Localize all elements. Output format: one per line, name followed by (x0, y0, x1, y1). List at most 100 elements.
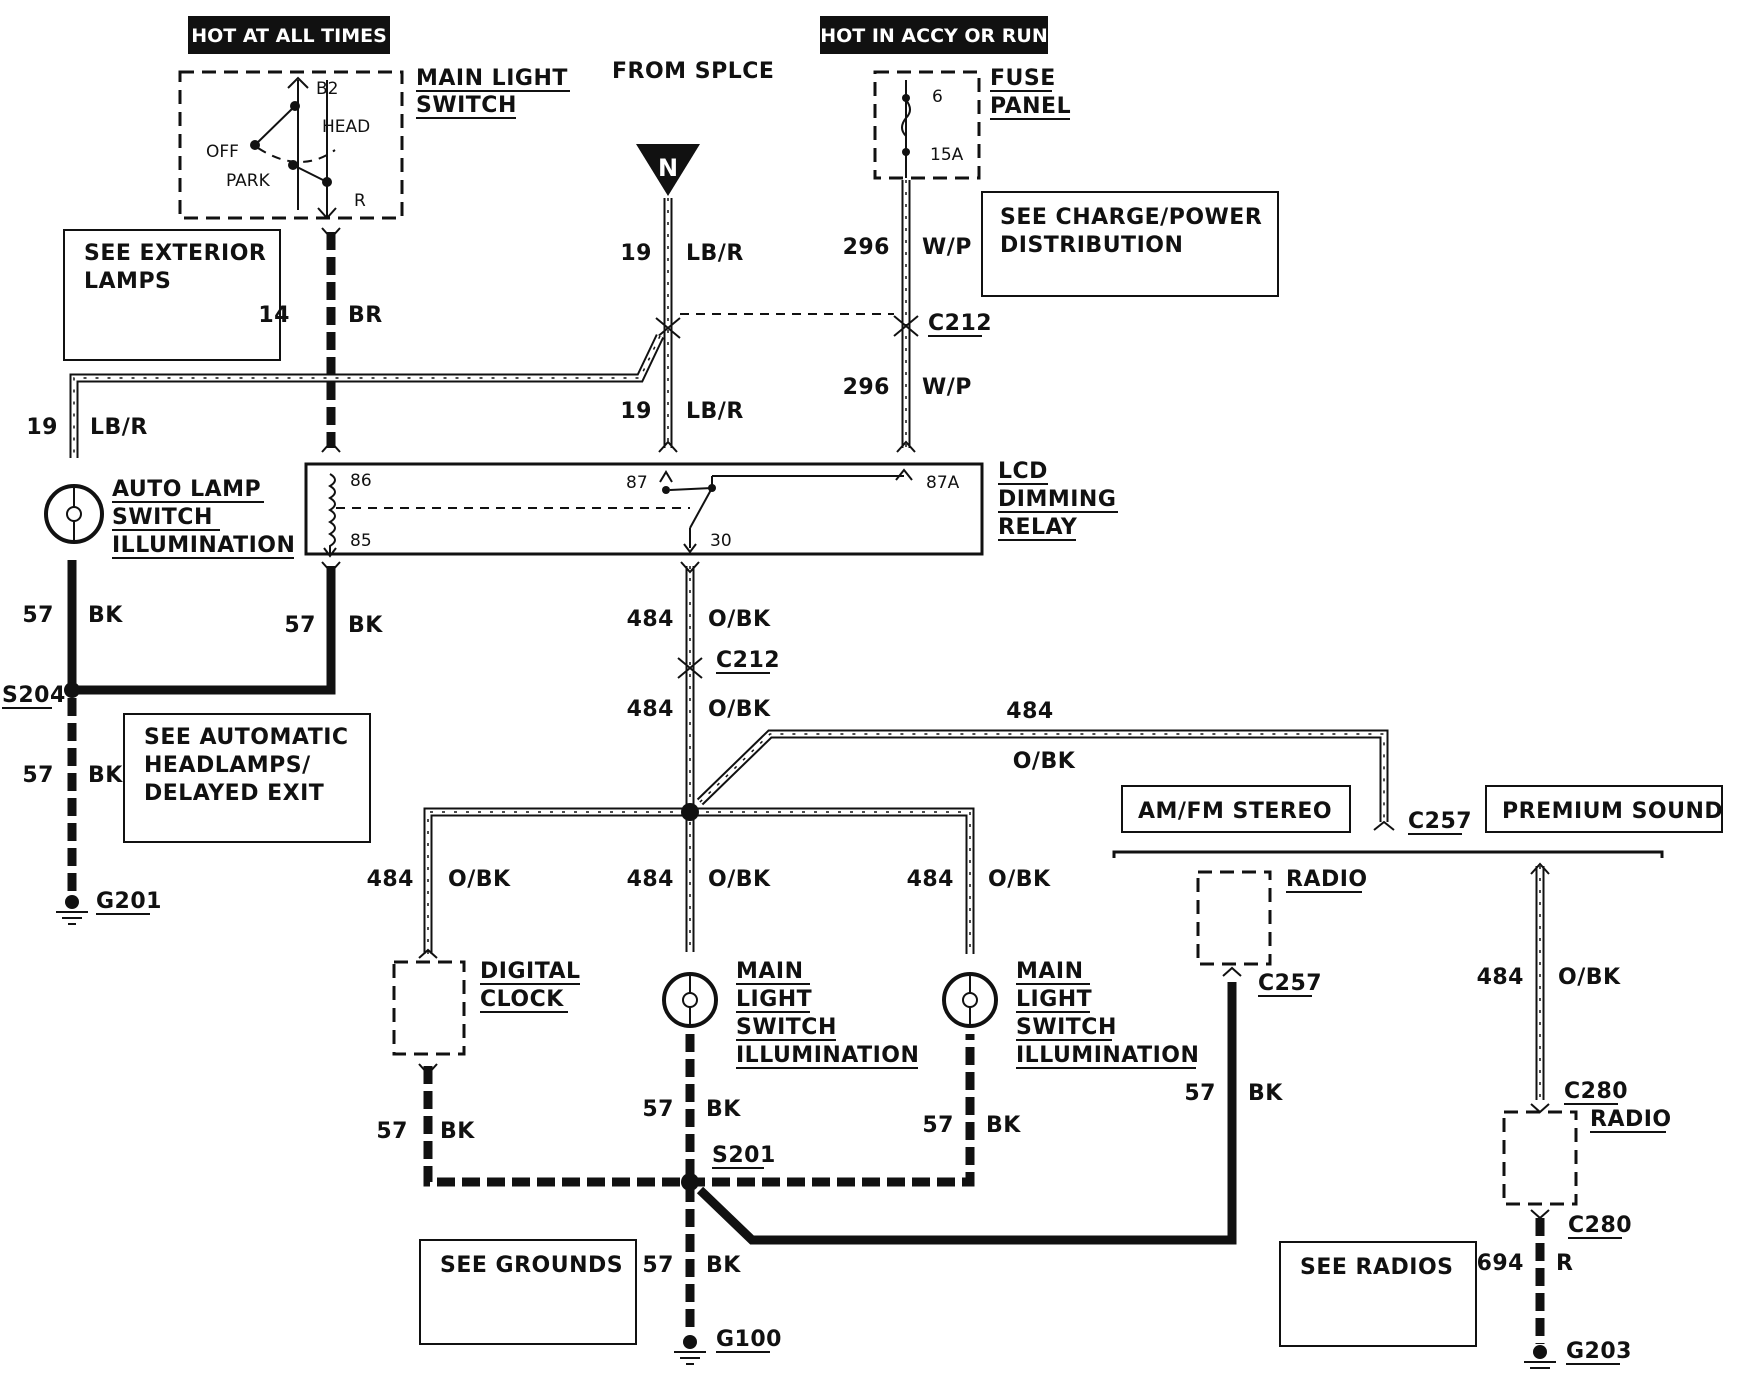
wire-label-57-bk-ground: 57 BK (642, 1253, 740, 1278)
digital-clock-label: DIGITAL CLOCK (480, 959, 580, 1013)
svg-text:R: R (1556, 1251, 1573, 1276)
svg-text:30: 30 (710, 531, 732, 551)
svg-text:O/BK: O/BK (708, 607, 771, 632)
main-light-switch: B2 HEAD OFF PARK R (178, 70, 404, 220)
connector-c257-b: C257 (1258, 971, 1322, 997)
wire-label-57-bk-right: 57 BK (922, 1113, 1020, 1138)
svg-text:O/BK: O/BK (708, 697, 771, 722)
svg-text:57: 57 (376, 1119, 408, 1144)
wire-label-57-bk-relay: 57 BK (284, 613, 382, 638)
wire-label-57-bk-radio: 57 BK (1184, 1081, 1283, 1106)
svg-text:RADIO: RADIO (1590, 1107, 1672, 1132)
am-fm-stereo-box: AM/FM STEREO (1121, 785, 1351, 833)
svg-text:HOT AT ALL TIMES: HOT AT ALL TIMES (191, 25, 387, 47)
svg-text:87A: 87A (926, 473, 960, 493)
svg-text:DELAYED EXIT: DELAYED EXIT (144, 781, 324, 806)
svg-text:G100: G100 (716, 1327, 782, 1352)
svg-text:DISTRIBUTION: DISTRIBUTION (1000, 233, 1183, 258)
wire-label-57-bk-auto: 57 BK (22, 603, 123, 628)
svg-text:SWITCH: SWITCH (112, 505, 213, 530)
svg-text:BR: BR (348, 303, 383, 328)
svg-text:BK: BK (88, 603, 123, 628)
svg-text:LB/R: LB/R (686, 241, 744, 266)
svg-text:15A: 15A (930, 145, 964, 165)
svg-text:PREMIUM SOUND: PREMIUM SOUND (1502, 799, 1723, 824)
radio-am-fm: RADIO (1196, 867, 1367, 977)
svg-text:LB/R: LB/R (686, 399, 744, 424)
wire-label-19-lbr-left: 19 LB/R (26, 415, 147, 440)
wire-label-296-wp-mid: 296 W/P (843, 375, 972, 400)
svg-text:HEADLAMPS/: HEADLAMPS/ (144, 753, 311, 778)
svg-text:484: 484 (1006, 699, 1053, 724)
svg-text:C280: C280 (1564, 1079, 1628, 1104)
svg-text:O/BK: O/BK (1558, 965, 1621, 990)
from-splice-label: FROM SPLCE (612, 59, 774, 84)
connector-c212-b: C212 (716, 648, 780, 674)
wire-label-19-lbr-top: 19 LB/R (620, 241, 743, 266)
see-radios-box: SEE RADIOS (1279, 1241, 1477, 1347)
wire-label-484-obk-clock: 484 O/BK (367, 867, 511, 892)
radio-premium: RADIO (1502, 1107, 1672, 1206)
svg-text:SWITCH: SWITCH (1016, 1015, 1117, 1040)
svg-text:FUSE: FUSE (990, 66, 1056, 91)
svg-text:484: 484 (367, 867, 414, 892)
svg-text:484: 484 (627, 867, 674, 892)
svg-text:BK: BK (1248, 1081, 1283, 1106)
svg-text:484: 484 (907, 867, 954, 892)
wire-label-57-bk-mid: 57 BK (642, 1097, 740, 1122)
svg-text:19: 19 (26, 415, 58, 440)
wire-label-14-br: 14 BR (258, 303, 382, 328)
svg-text:ILLUMINATION: ILLUMINATION (1016, 1043, 1199, 1068)
svg-text:SEE GROUNDS: SEE GROUNDS (440, 1253, 623, 1278)
wire-label-484-obk-relay: 484 O/BK (627, 607, 771, 632)
svg-text:G201: G201 (96, 889, 162, 914)
svg-text:85: 85 (350, 531, 372, 551)
ground-g203-label: G203 (1566, 1339, 1631, 1365)
svg-text:SEE AUTOMATIC: SEE AUTOMATIC (144, 725, 349, 750)
svg-text:MAIN LIGHT: MAIN LIGHT (416, 66, 568, 91)
svg-text:SEE EXTERIOR: SEE EXTERIOR (84, 241, 266, 266)
wire-label-694-r: 694 R (1477, 1251, 1573, 1276)
svg-text:HEAD: HEAD (322, 117, 370, 137)
svg-text:LB/R: LB/R (90, 415, 148, 440)
lcd-dimming-relay: 86 85 87 87A 30 (304, 462, 984, 558)
wire-57-bk-relay (72, 566, 336, 695)
svg-text:O/BK: O/BK (448, 867, 511, 892)
fuse-panel: 6 15A (873, 70, 981, 180)
svg-text:296: 296 (843, 375, 890, 400)
svg-text:SEE CHARGE/POWER: SEE CHARGE/POWER (1000, 205, 1262, 230)
see-exterior-lamps-box: SEE EXTERIOR LAMPS (63, 229, 281, 361)
svg-text:296: 296 (843, 235, 890, 260)
lcd-dimming-relay-label: LCD DIMMING RELAY (998, 459, 1118, 541)
wire-19-lbr-branch (69, 334, 665, 458)
svg-text:57: 57 (1184, 1081, 1216, 1106)
wire-label-484-obk-mid: 484 O/BK (627, 867, 771, 892)
svg-text:MAIN: MAIN (1016, 959, 1084, 984)
main-light-illumination-label-2: MAIN LIGHT SWITCH ILLUMINATION (1016, 959, 1199, 1069)
fuse-panel-label: FUSE PANEL (990, 66, 1071, 120)
splice-484 (681, 803, 699, 821)
svg-text:SWITCH: SWITCH (416, 93, 517, 118)
main-light-illumination-label-1: MAIN LIGHT SWITCH ILLUMINATION (736, 959, 919, 1069)
header-hot-at-all-times: HOT AT ALL TIMES (188, 16, 390, 54)
wire-label-19-lbr-mid: 19 LB/R (620, 399, 743, 424)
wire-484-obk-to-c257 (696, 729, 1389, 822)
svg-text:57: 57 (22, 763, 54, 788)
svg-text:LIGHT: LIGHT (1016, 987, 1092, 1012)
connector-c280-a: C280 (1564, 1079, 1628, 1105)
splice-n: N (636, 144, 700, 196)
svg-text:S204: S204 (2, 683, 66, 708)
svg-text:C212: C212 (716, 648, 780, 673)
svg-text:ILLUMINATION: ILLUMINATION (736, 1043, 919, 1068)
ground-g100 (674, 1335, 706, 1365)
svg-text:C280: C280 (1568, 1213, 1632, 1238)
svg-text:19: 19 (620, 399, 652, 424)
svg-text:87: 87 (626, 473, 648, 493)
ground-g201-label: G201 (96, 889, 162, 915)
splice-s204 (64, 682, 80, 698)
svg-text:B2: B2 (316, 79, 338, 99)
wire-label-57-bk-clock: 57 BK (376, 1119, 474, 1144)
svg-text:OFF: OFF (206, 142, 239, 162)
svg-text:MAIN: MAIN (736, 959, 804, 984)
